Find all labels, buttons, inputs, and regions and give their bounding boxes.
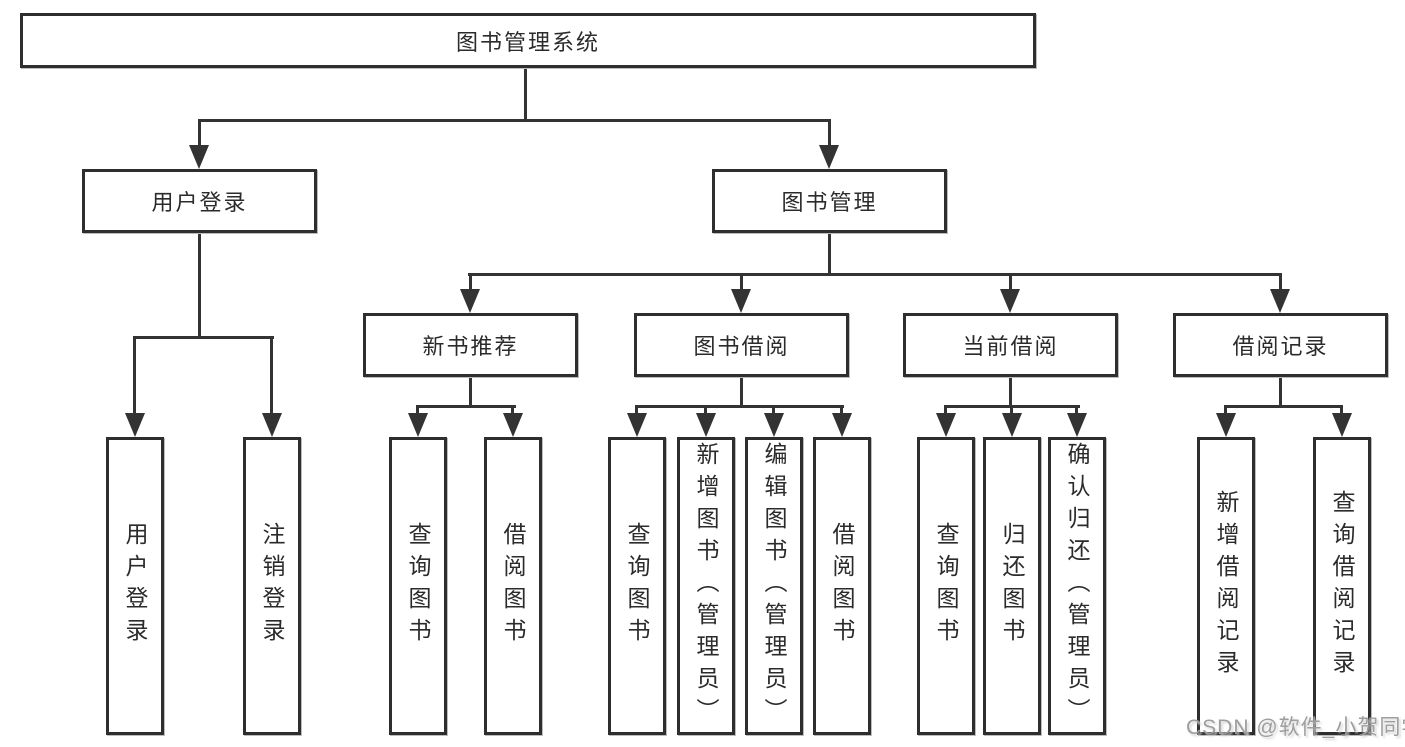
connector-line: [1075, 405, 1078, 417]
arrowhead-down-icon: [764, 413, 784, 437]
arrowhead-down-icon: [1000, 289, 1020, 313]
arrowhead-down-icon: [125, 413, 145, 437]
connector-line: [469, 377, 472, 405]
connector-line: [740, 273, 743, 295]
node-user-login: 用户登录: [82, 169, 317, 233]
leaf-borrow-edit-books-admin: 编辑图书（管理员）: [745, 437, 803, 735]
arrowhead-down-icon: [627, 413, 647, 437]
connector-line: [198, 119, 831, 122]
connector-line: [133, 336, 136, 416]
connector-line: [1279, 377, 1282, 405]
connector-line: [1224, 405, 1343, 408]
arrowhead-down-icon: [1216, 413, 1236, 437]
leaf-current-confirm-return-admin: 确认归还（管理员）: [1048, 437, 1106, 735]
connector-line: [635, 405, 638, 417]
connector-line: [828, 233, 831, 273]
connector-line: [511, 405, 514, 417]
leaf-borrow-query-books: 查询图书: [608, 437, 666, 735]
arrowhead-down-icon: [1067, 413, 1087, 437]
connector-line: [469, 273, 472, 295]
leaf-current-return-books: 归还图书: [983, 437, 1041, 735]
connector-line: [704, 405, 707, 417]
leaf-borrow-add-books-admin: 新增图书（管理员）: [677, 437, 735, 735]
arrowhead-down-icon: [696, 413, 716, 437]
arrowhead-down-icon: [819, 145, 839, 169]
connector-line: [1010, 405, 1013, 417]
arrowhead-down-icon: [832, 413, 852, 437]
arrowhead-down-icon: [262, 413, 282, 437]
arrowhead-down-icon: [408, 413, 428, 437]
node-current-borrow: 当前借阅: [903, 313, 1118, 377]
arrowhead-down-icon: [1270, 289, 1290, 313]
node-book-management: 图书管理: [712, 169, 947, 233]
connector-line: [1340, 405, 1343, 417]
connector-line: [635, 405, 844, 408]
connector-line: [1279, 273, 1282, 295]
leaf-records-query-record: 查询借阅记录: [1313, 437, 1371, 735]
connector-line: [416, 405, 419, 417]
connector-line: [1009, 377, 1012, 405]
leaf-borrow-borrow-books: 借阅图书: [813, 437, 871, 735]
connector-line: [416, 405, 516, 408]
leaf-records-add-record: 新增借阅记录: [1197, 437, 1255, 735]
connector-line: [468, 273, 1282, 276]
connector-line: [270, 336, 273, 416]
arrowhead-down-icon: [460, 289, 480, 313]
connector-line: [133, 336, 274, 339]
connector-line: [1224, 405, 1227, 417]
leaf-recommend-borrow-books: 借阅图书: [484, 437, 542, 735]
connector-line: [828, 119, 831, 149]
node-root-system: 图书管理系统: [20, 13, 1036, 68]
leaf-recommend-query-books: 查询图书: [389, 437, 447, 735]
connector-line: [740, 377, 743, 405]
connector-line: [198, 119, 201, 149]
leaf-current-query-books: 查询图书: [917, 437, 975, 735]
arrowhead-down-icon: [936, 413, 956, 437]
node-book-borrow: 图书借阅: [634, 313, 849, 377]
arrowhead-down-icon: [503, 413, 523, 437]
node-new-book-recommend: 新书推荐: [363, 313, 578, 377]
connector-line: [772, 405, 775, 417]
leaf-logout: 注销登录: [243, 437, 301, 735]
connector-line: [840, 405, 843, 417]
leaf-user-login: 用户登录: [106, 437, 164, 735]
node-borrow-records: 借阅记录: [1173, 313, 1388, 377]
connector-line: [198, 233, 201, 336]
connector-line: [524, 68, 527, 121]
arrowhead-down-icon: [1002, 413, 1022, 437]
arrowhead-down-icon: [189, 145, 209, 169]
connector-line: [944, 405, 947, 417]
arrowhead-down-icon: [1332, 413, 1352, 437]
watermark-text: CSDN @软件_小贺同学: [1186, 716, 1405, 739]
arrowhead-down-icon: [731, 289, 751, 313]
connector-line: [1009, 273, 1012, 295]
